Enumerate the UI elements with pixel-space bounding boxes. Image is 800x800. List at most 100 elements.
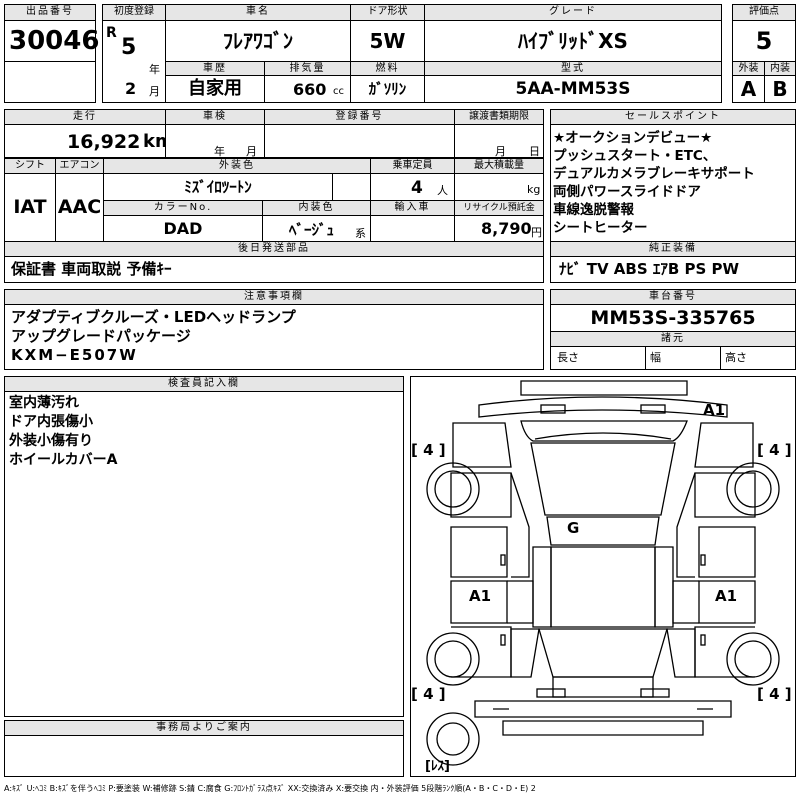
later-items-header: 後日発送部品 bbox=[4, 241, 544, 257]
capacity-cell: 4 人 bbox=[370, 173, 455, 201]
transfer-day-unit: 日 bbox=[529, 145, 540, 158]
capacity-unit: 人 bbox=[437, 184, 448, 197]
mileage-header: 走行 bbox=[4, 109, 166, 125]
dimensions-header: 諸元 bbox=[550, 331, 796, 347]
yen-unit: 円 bbox=[531, 226, 542, 239]
color-no-header: カラーNo. bbox=[103, 200, 263, 216]
length: 長さ bbox=[550, 346, 646, 370]
grade-header: グレード bbox=[424, 4, 722, 21]
aircon: AAC bbox=[55, 173, 104, 242]
ext-color-blank bbox=[332, 173, 371, 201]
history: 自家用 bbox=[165, 75, 265, 103]
door: 5W bbox=[350, 20, 425, 62]
shift: IAT bbox=[4, 173, 56, 242]
first-reg-cell: R 5 年 2 月 bbox=[102, 20, 166, 103]
insp-month-unit: 月 bbox=[246, 145, 257, 158]
chassis-header: 車台番号 bbox=[550, 289, 796, 305]
sales-point-box: ★オークションデビュー★ プッシュスタート・ETC、 デュアルカメラブレーキサポ… bbox=[550, 124, 796, 242]
mark-right-side: A1 bbox=[715, 587, 738, 605]
note-line: アダプティブクルーズ・LEDヘッドランプ bbox=[11, 308, 296, 326]
tire-front-right: [ 4 ] bbox=[757, 441, 792, 459]
inspector-line: ドア内張傷小 bbox=[9, 414, 93, 430]
transfer-cell: 月 日 bbox=[454, 124, 544, 158]
mark-roof: G bbox=[567, 519, 580, 537]
kg-unit: kg bbox=[527, 183, 541, 196]
year-unit: 年 bbox=[149, 63, 160, 76]
exterior-header: 外装 bbox=[732, 61, 765, 76]
recycle-header: リサイクル預託金 bbox=[454, 200, 544, 216]
note-line: KXM−E507W bbox=[11, 346, 138, 364]
equipment-header: 純正装備 bbox=[550, 241, 796, 257]
recycle: 8,790 bbox=[481, 219, 532, 238]
sales-point-line: 両側パワースライドドア bbox=[553, 184, 701, 200]
max-load-cell: kg bbox=[454, 173, 544, 201]
mileage-cell: 16,922 km bbox=[4, 124, 174, 158]
transfer-header: 譲渡書類期限 bbox=[454, 109, 544, 125]
inspector-line: ホイールカバーA bbox=[9, 452, 118, 468]
car-diagram: A1 G A1 A1 [ 4 ] [ 4 ] [ 4 ] [ 4 ] [ﾚｽ] bbox=[410, 376, 796, 777]
sales-point-line: 車線逸脱警報 bbox=[553, 202, 634, 218]
lot-no-header: 出品番号 bbox=[4, 4, 96, 21]
interior-header: 内装 bbox=[764, 61, 796, 76]
insp-year-unit: 年 bbox=[214, 145, 225, 158]
era: R bbox=[106, 25, 117, 41]
height: 高さ bbox=[720, 346, 796, 370]
ext-color-header: 外装色 bbox=[103, 158, 371, 174]
displacement: 660 bbox=[293, 80, 327, 99]
recycle-cell: 8,790 円 bbox=[454, 215, 544, 242]
int-color-suffix: 系 bbox=[355, 227, 366, 240]
int-color-header: 内装色 bbox=[262, 200, 371, 216]
door-header: ドア形状 bbox=[350, 4, 425, 21]
sales-point-line: デュアルカメラブレーキサポート bbox=[553, 166, 755, 182]
spare-tire-mark: [ﾚｽ] bbox=[425, 759, 450, 774]
score-header: 評価点 bbox=[732, 4, 796, 21]
tire-rear-left: [ 4 ] bbox=[411, 685, 446, 703]
car-outline bbox=[426, 380, 780, 766]
inspector-line: 室内薄汚れ bbox=[9, 395, 79, 411]
inspection-cell: 年 月 bbox=[165, 124, 265, 158]
model-code-header: 型式 bbox=[424, 61, 722, 76]
lot-no: 30046 bbox=[4, 20, 99, 62]
import-header: 輸入車 bbox=[370, 200, 455, 216]
sales-point-line: シートヒーター bbox=[553, 220, 648, 236]
year: 5 bbox=[121, 35, 137, 60]
inspection-header: 車検 bbox=[165, 109, 265, 125]
int-color: ﾍﾞｰｼﾞｭ bbox=[289, 221, 335, 239]
aircon-header: エアコン bbox=[55, 158, 104, 174]
transfer-month-unit: 月 bbox=[495, 145, 506, 158]
note-line: アップグレードパッケージ bbox=[11, 327, 191, 345]
inspector-box: 室内薄汚れ ドア内張傷小 外装小傷有り ホイールカバーA bbox=[4, 391, 404, 717]
max-load-header: 最大積載量 bbox=[454, 158, 544, 174]
displacement-cell: 660 cc bbox=[264, 75, 351, 103]
int-color-cell: ﾍﾞｰｼﾞｭ 系 bbox=[262, 215, 371, 242]
ext-color: ﾐｽﾞｲﾛﾂｰﾄﾝ bbox=[103, 173, 333, 201]
color-no: DAD bbox=[103, 215, 263, 242]
grade: ﾊｲﾌﾞﾘｯﾄﾞXS bbox=[424, 20, 722, 62]
legend: A:ｷｽﾞ U:ﾍｺﾐ B:ｷｽﾞを伴うﾍｺﾐ P:要塗装 W:補修跡 S:錆 … bbox=[4, 784, 536, 793]
tire-front-left: [ 4 ] bbox=[411, 441, 446, 459]
score: 5 bbox=[732, 20, 796, 62]
reg-no bbox=[264, 124, 455, 158]
width: 幅 bbox=[645, 346, 721, 370]
import-cell bbox=[370, 215, 455, 242]
chassis-no: MM53S-335765 bbox=[550, 304, 796, 332]
history-header: 車歴 bbox=[165, 61, 265, 76]
cc-unit: cc bbox=[333, 86, 344, 97]
notes-box: アダプティブクルーズ・LEDヘッドランプ アップグレードパッケージ KXM−E5… bbox=[4, 304, 544, 370]
later-items: 保証書 車両取説 予備ｷｰ bbox=[4, 256, 544, 283]
displacement-header: 排気量 bbox=[264, 61, 351, 76]
month: 2 bbox=[125, 79, 137, 98]
interior-grade: B bbox=[764, 75, 796, 103]
sales-point-line: プッシュスタート・ETC、 bbox=[553, 148, 717, 164]
notes-header: 注意事項欄 bbox=[4, 289, 544, 305]
sales-point-header: セールスポイント bbox=[550, 109, 796, 125]
inspector-header: 検査員記入欄 bbox=[4, 376, 404, 392]
exterior-grade: A bbox=[732, 75, 765, 103]
reg-no-header: 登録番号 bbox=[264, 109, 455, 125]
mileage: 16,922 bbox=[67, 131, 141, 153]
equipment: ﾅﾋﾞ TV ABS ｴｱB PS PW bbox=[550, 256, 796, 283]
shift-header: シフト bbox=[4, 158, 56, 174]
mark-front-right: A1 bbox=[703, 401, 726, 419]
fuel-header: 燃料 bbox=[350, 61, 425, 76]
model-code: 5AA-MM53S bbox=[424, 75, 722, 103]
